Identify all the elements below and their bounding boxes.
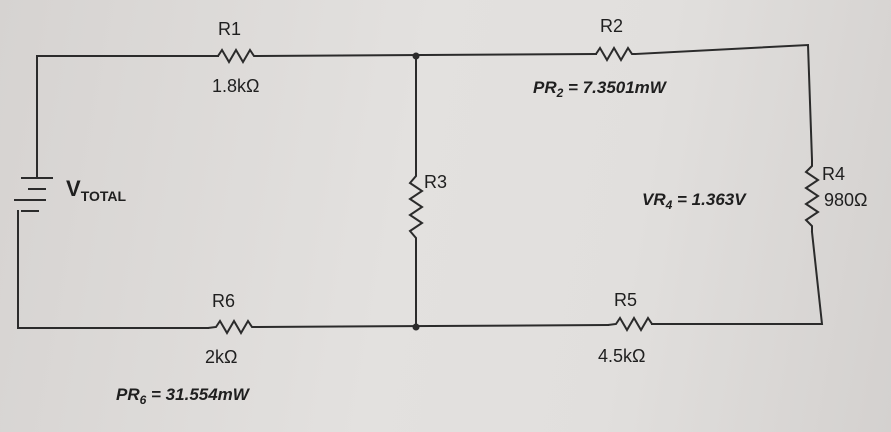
- r5-name: R5: [614, 290, 637, 310]
- top-wire-right: [634, 43, 814, 162]
- r6-value: 2kΩ: [205, 347, 237, 367]
- source-label: VTOTAL: [66, 176, 126, 204]
- r4-value: 980Ω: [824, 190, 868, 210]
- junction-bottom: [412, 323, 420, 331]
- bottom-wire-left: [17, 221, 209, 329]
- r1-value: 1.8kΩ: [212, 76, 259, 96]
- r4-resistor: [804, 160, 820, 232]
- junction-top: [412, 52, 420, 60]
- r5-resistor: [607, 316, 653, 332]
- r6-resistor: [207, 319, 258, 335]
- r4-name: R4: [822, 164, 845, 184]
- r3-resistor: [408, 170, 424, 244]
- battery-icon: [14, 169, 53, 223]
- r3-name: R3: [424, 172, 447, 192]
- r5-value: 4.5kΩ: [598, 346, 645, 366]
- r6-name: R6: [212, 291, 235, 311]
- source-label-main: V: [66, 176, 81, 201]
- r1-resistor: [217, 48, 258, 64]
- pr2-annotation: PR2 = 7.3501mW: [533, 78, 668, 100]
- right-wire-bottom: [651, 230, 824, 325]
- pr6-annotation: PR6 = 31.554mW: [116, 385, 251, 407]
- top-wire: [36, 55, 219, 171]
- bottom-wire-mid: [256, 323, 610, 329]
- vr4-annotation: VR4 = 1.363V: [642, 190, 747, 212]
- top-wire-mid: [256, 52, 598, 58]
- r2-name: R2: [600, 16, 623, 36]
- r2-resistor: [595, 46, 636, 62]
- source-label-sub: TOTAL: [81, 188, 127, 204]
- r1-name: R1: [218, 19, 241, 39]
